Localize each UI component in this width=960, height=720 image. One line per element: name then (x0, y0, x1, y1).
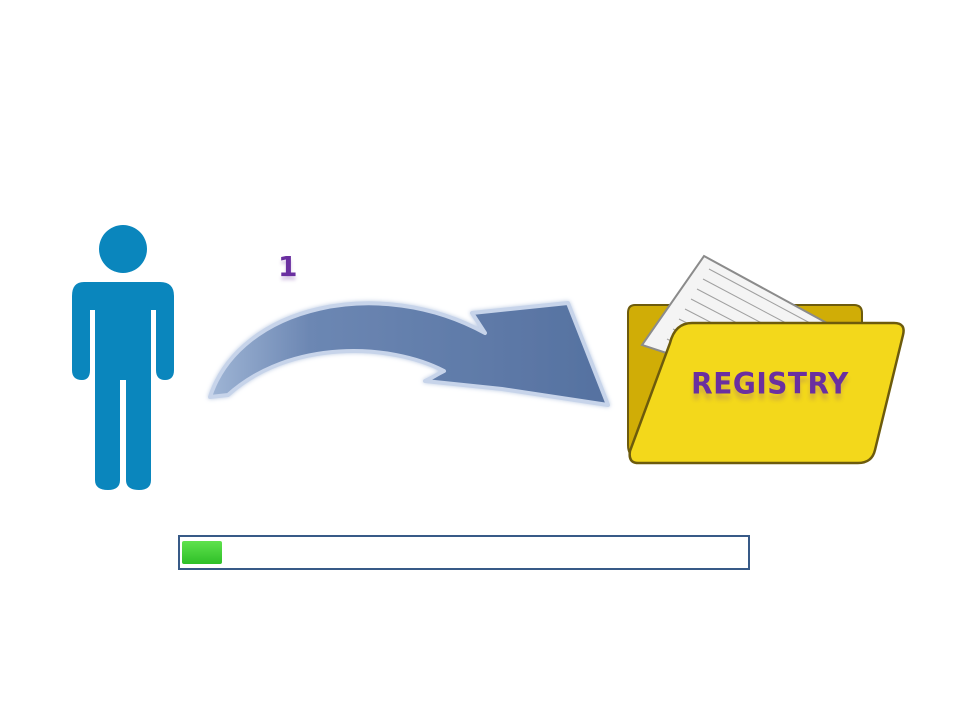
step-number-label: 1 (278, 250, 298, 283)
progress-bar-fill (182, 541, 222, 564)
person-icon (72, 225, 174, 490)
registry-label: REGISTRY (691, 366, 849, 401)
progress-bar (178, 535, 750, 570)
open-folder-icon (627, 254, 905, 465)
curved-arrow-icon (208, 301, 610, 407)
